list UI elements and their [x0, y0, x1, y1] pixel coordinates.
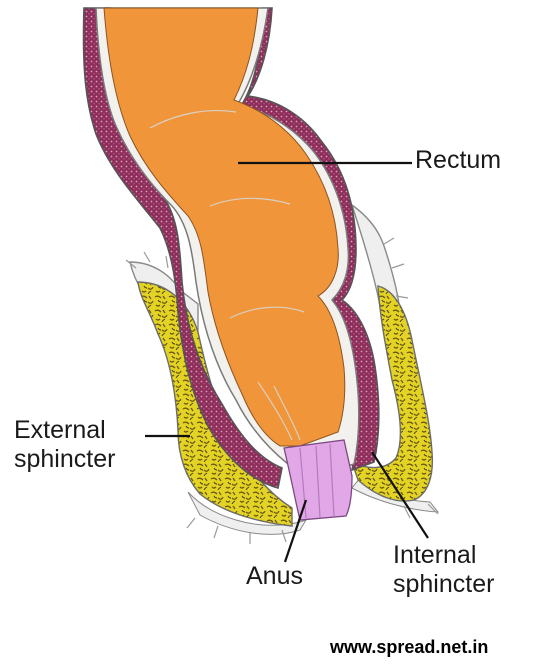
- external-sphincter-label-line2: sphincter: [14, 445, 115, 474]
- external-sphincter-label-line1: External: [14, 416, 115, 445]
- anus-label-text: Anus: [246, 562, 303, 591]
- source-watermark: www.spread.net.in: [330, 637, 488, 658]
- rectum-label-text: Rectum: [415, 146, 501, 175]
- internal-sphincter-label: Internal sphincter: [393, 541, 494, 599]
- internal-sphincter-label-line1: Internal: [393, 541, 494, 570]
- rectum-label: Rectum: [415, 146, 501, 175]
- anus-label: Anus: [246, 562, 303, 591]
- external-sphincter-label: External sphincter: [14, 416, 115, 474]
- internal-sphincter-label-line2: sphincter: [393, 570, 494, 599]
